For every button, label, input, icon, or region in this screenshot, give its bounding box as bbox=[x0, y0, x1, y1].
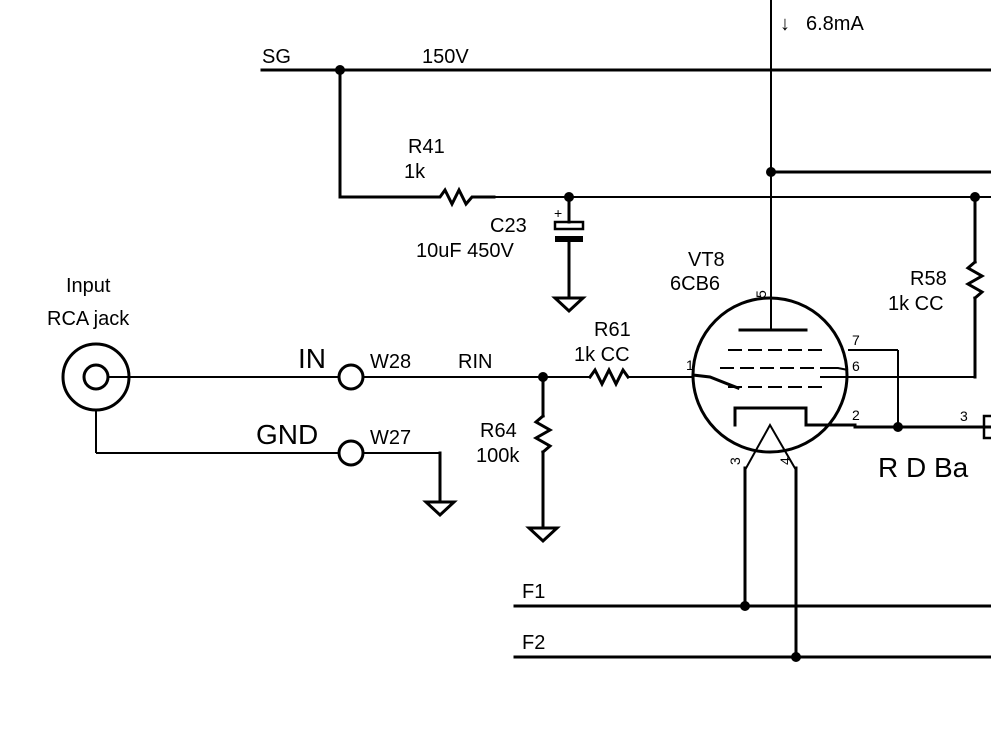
r61-ref: R61 bbox=[594, 319, 631, 341]
r58-value: 1k CC bbox=[888, 293, 944, 315]
c23-polarity: + bbox=[554, 205, 562, 221]
input-subtitle: RCA jack bbox=[47, 308, 130, 330]
right-pin-number: 3 bbox=[960, 408, 968, 424]
r64-value: 100k bbox=[476, 445, 520, 467]
vt8-type: 6CB6 bbox=[670, 273, 720, 295]
c23-ground-symbol bbox=[551, 296, 587, 314]
rca-jack bbox=[61, 342, 340, 454]
r61-resistor bbox=[538, 366, 693, 388]
filament-wiring bbox=[513, 466, 991, 662]
vt8-ref: VT8 bbox=[688, 249, 725, 271]
plate-feed-wire bbox=[766, 0, 991, 330]
vt8-pin-5: 5 bbox=[753, 290, 769, 298]
r41-value: 1k bbox=[404, 161, 426, 183]
input-title: Input bbox=[66, 275, 111, 297]
gnd-label: GND bbox=[256, 419, 318, 450]
c23-capacitor bbox=[553, 195, 585, 300]
r41-ref: R41 bbox=[408, 136, 445, 158]
r58-ref: R58 bbox=[910, 268, 947, 290]
w28-label: W28 bbox=[370, 351, 411, 373]
c23-ref: C23 bbox=[490, 215, 527, 237]
gnd-terminal bbox=[337, 439, 458, 518]
vt8-pin-4: 4 bbox=[777, 457, 793, 465]
current-label: 6.8mA bbox=[806, 13, 864, 35]
vt8-pin-1: 1 bbox=[686, 357, 694, 373]
r61-value: 1k CC bbox=[574, 344, 630, 366]
in-terminal bbox=[337, 363, 543, 391]
current-arrow: ↓ bbox=[780, 13, 790, 35]
sg-voltage-label: 150V bbox=[422, 46, 469, 68]
vt8-tube bbox=[691, 296, 899, 471]
c23-value: 10uF 450V bbox=[416, 240, 515, 262]
vt8-pin-2: 2 bbox=[852, 407, 860, 423]
r41-resistor bbox=[414, 186, 496, 208]
r64-resistor bbox=[525, 375, 561, 544]
f1-label: F1 bbox=[522, 581, 545, 603]
vt8-pin-6: 6 bbox=[852, 358, 860, 374]
f2-label: F2 bbox=[522, 632, 545, 654]
vt8-pin-7: 7 bbox=[852, 332, 860, 348]
w27-label: W27 bbox=[370, 427, 411, 449]
r64-ref: R64 bbox=[480, 420, 517, 442]
in-label: IN bbox=[298, 343, 326, 374]
plate-output-wire bbox=[853, 414, 991, 440]
rin-label: RIN bbox=[458, 351, 492, 373]
sg-label: SG bbox=[262, 46, 291, 68]
vt8-pin-3: 3 bbox=[727, 457, 743, 465]
board-label: R D Ba bbox=[878, 452, 969, 483]
sg-rail bbox=[260, 65, 991, 199]
